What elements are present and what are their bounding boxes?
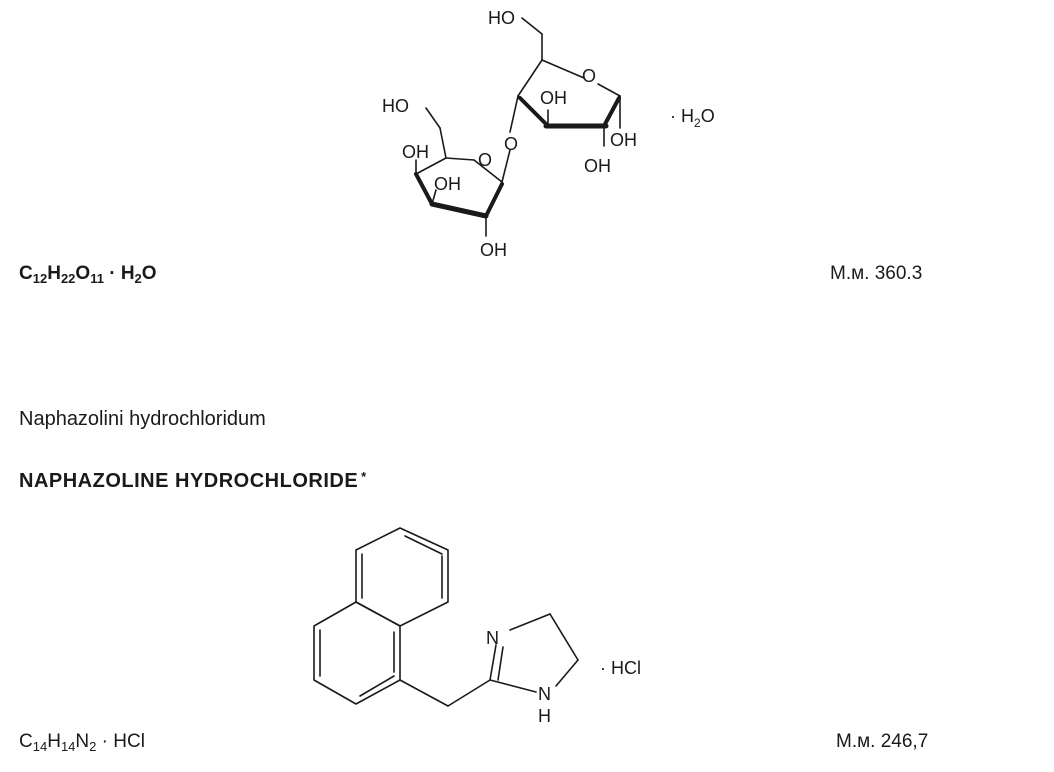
label-amine-hydrogen: H	[538, 706, 551, 726]
lactose-molecular-formula: C12H22O11 · H2O	[19, 262, 157, 286]
title-asterisk: *	[361, 469, 367, 484]
label-oh-left-2: OH	[434, 174, 461, 194]
monograph-title: NAPHAZOLINE HYDROCHLORIDE*	[19, 469, 367, 492]
label-imine-nitrogen: N	[486, 628, 499, 648]
naphazoline-formula-symbol: · HCl	[96, 731, 145, 752]
naphazoline-structure: N N H · HCl	[313, 527, 641, 726]
lactose-molecular-mass: М.м. 360.3	[830, 263, 923, 284]
label-water: · H2O	[670, 106, 715, 130]
lactose-formula-subscript: 22	[60, 271, 76, 286]
label-ring-oxygen-right: O	[582, 66, 596, 86]
label-oh-right-2: OH	[610, 130, 637, 150]
naphazoline-molecular-formula: C14H14N2 · HCl	[19, 730, 145, 754]
lactose-formula-symbol: · H	[103, 263, 135, 284]
lactose-formula-symbol: H	[47, 263, 61, 284]
lactose-formula-symbol: O	[141, 263, 157, 284]
latin-name: Naphazolini hydrochloridum	[19, 408, 266, 430]
naphazoline-formula-subscript: 14	[32, 739, 48, 754]
label-oh-right-1: OH	[540, 88, 567, 108]
label-amine-nitrogen: N	[538, 684, 551, 704]
naphazoline-formula-subscript: 2	[89, 739, 97, 754]
label-ho-top: HO	[488, 8, 515, 28]
naphazoline-formula-symbol: H	[47, 731, 61, 752]
label-oh-right-3: OH	[584, 156, 611, 176]
lactose-formula-symbol: C	[19, 263, 33, 284]
lactose-formula-subscript: 2	[134, 271, 142, 286]
label-oh-left-1: OH	[402, 142, 429, 162]
label-hcl: · HCl	[600, 658, 641, 678]
naphazoline-formula-symbol: N	[75, 731, 90, 752]
naphazoline-formula-symbol: C	[19, 731, 33, 752]
lactose-formula-subscript: 11	[90, 271, 104, 286]
label-bridge-oxygen: O	[504, 134, 518, 154]
lactose-formula-subscript: 12	[32, 271, 48, 286]
naphazoline-molecular-mass: М.м. 246,7	[836, 731, 929, 752]
label-ho-left: HO	[382, 96, 409, 116]
lactose-formula-symbol: O	[75, 263, 91, 284]
lactose-structure: HO O OH OH OH HO O O OH OH OH · H2O	[382, 8, 715, 260]
label-ring-oxygen-left: O	[478, 150, 492, 170]
naphazoline-formula-subscript: 14	[60, 739, 76, 754]
label-oh-left-3: OH	[480, 240, 507, 260]
